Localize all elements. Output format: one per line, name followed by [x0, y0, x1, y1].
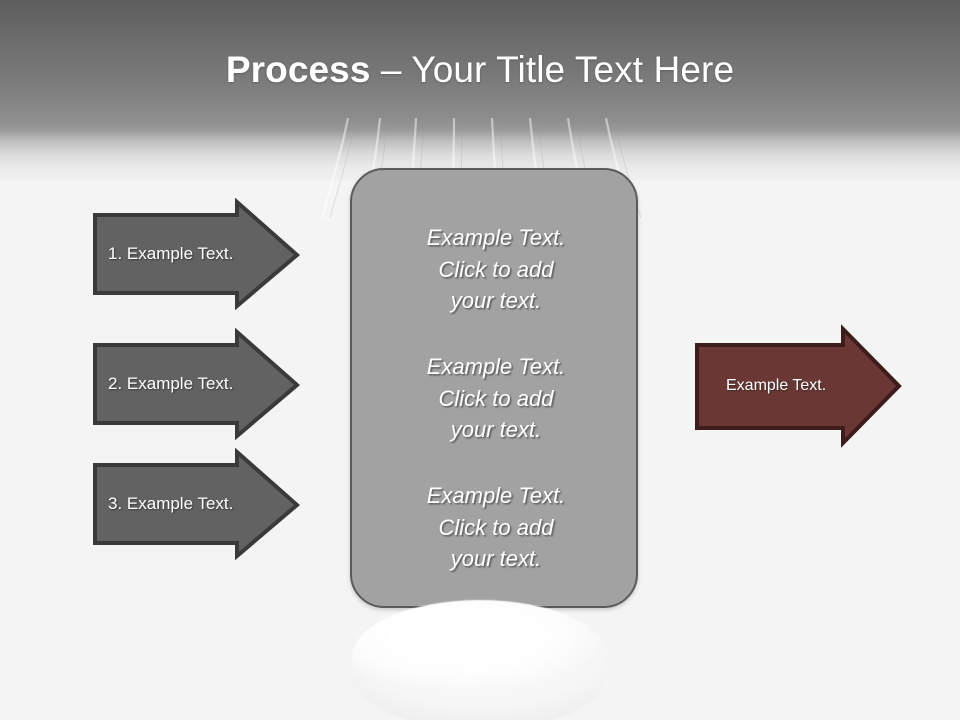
center-paragraph-1-line-1: Example Text. [426, 225, 566, 250]
center-paragraph-1: Example Text. Click to add your text. [352, 222, 640, 317]
center-paragraph-3-line-1: Example Text. [426, 483, 566, 508]
center-paragraph-3-line-2: Click to add [438, 514, 554, 540]
center-paragraph-2-line-1: Example Text. [426, 354, 566, 379]
center-paragraph-2-line-3: your text. [450, 417, 542, 442]
slide-title-light: – Your Title Text Here [380, 49, 735, 90]
center-paragraph-2: Example Text. Click to add your text. [352, 351, 640, 446]
header-band [0, 0, 960, 180]
slide-title-bold: Process [225, 49, 381, 90]
center-content-panel[interactable]: Example Text. Click to add your text. Ex… [350, 168, 638, 608]
center-paragraph-2-line-2: Click to add [438, 385, 554, 411]
process-step-arrow-3[interactable]: 3. Example Text. [92, 448, 300, 560]
slide-title: Process – Your Title Text Here [0, 48, 960, 92]
center-paragraph-3-line-3: your text. [450, 546, 542, 571]
process-step-arrow-1[interactable]: 1. Example Text. [92, 198, 300, 310]
center-paragraph-1-line-3: your text. [450, 288, 542, 313]
panel-base-dome [352, 600, 608, 720]
process-step-arrow-2[interactable]: 2. Example Text. [92, 328, 300, 440]
process-outcome-arrow[interactable]: Example Text. [694, 324, 902, 448]
center-paragraph-3: Example Text. Click to add your text. [352, 480, 640, 575]
center-paragraph-1-line-2: Click to add [438, 256, 554, 282]
